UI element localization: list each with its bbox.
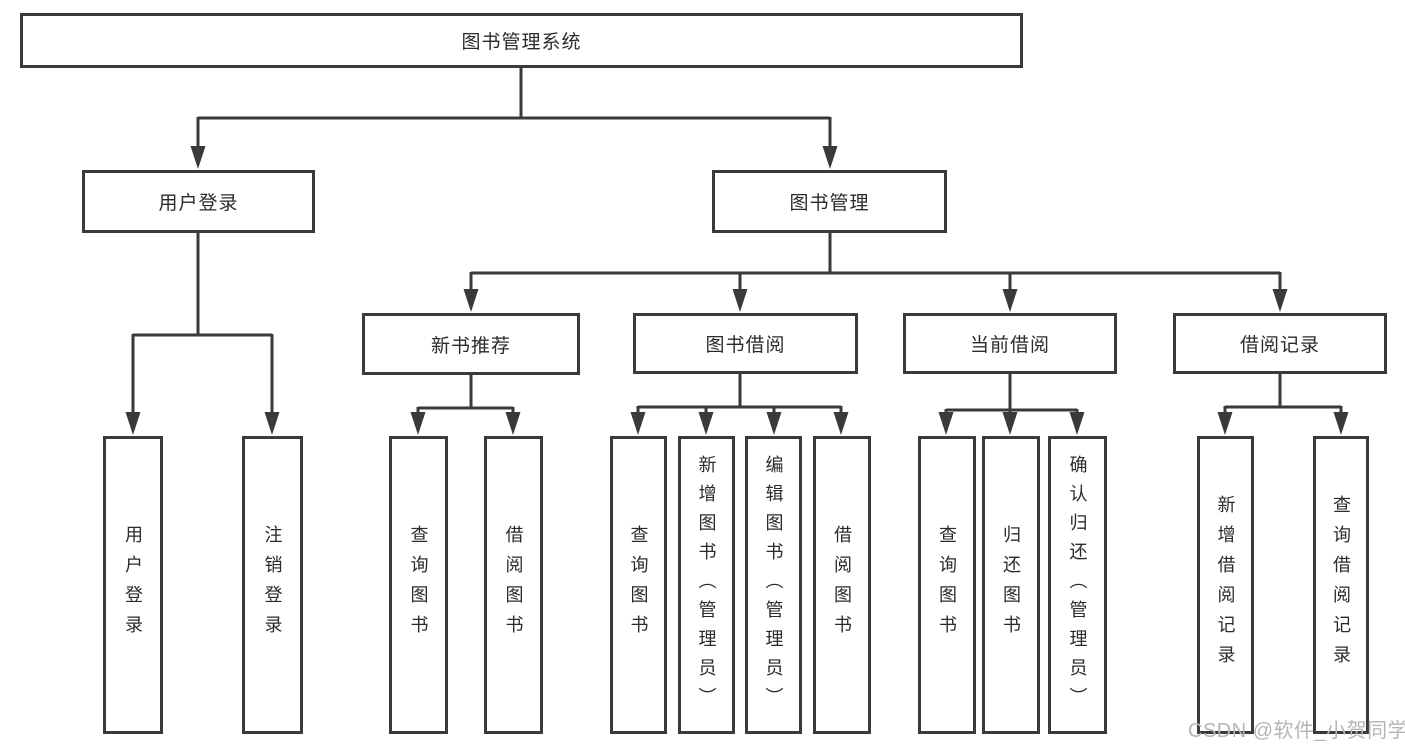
node-user-login: 用户登录 <box>82 170 315 233</box>
node-label: 图书借阅 <box>705 335 786 356</box>
leaf-borrow-books-2: 借阅图书 <box>813 436 871 734</box>
leaf-edit-books-admin: 编辑图书（管理员） <box>745 436 802 734</box>
node-label: 图书管理系统 <box>461 32 582 53</box>
leaf-label: 新增借阅记录 <box>1215 495 1236 675</box>
arrowheads <box>125 146 1349 435</box>
node-label: 图书管理 <box>789 193 870 214</box>
leaf-label: 用户登录 <box>123 525 143 645</box>
leaf-borrow-books-1: 借阅图书 <box>484 436 543 734</box>
leaf-label: 编辑图书（管理员） <box>763 454 784 716</box>
node-book-borrowing: 图书借阅 <box>633 313 858 374</box>
leaf-label: 借阅图书 <box>503 525 524 645</box>
node-book-management: 图书管理 <box>712 170 947 233</box>
leaf-label: 归还图书 <box>1001 525 1021 645</box>
leaf-label: 查询图书 <box>408 525 429 645</box>
leaf-add-books-admin: 新增图书（管理员） <box>678 436 735 734</box>
node-label: 用户登录 <box>158 193 239 214</box>
leaf-query-books-2: 查询图书 <box>610 436 667 734</box>
leaf-label: 查询图书 <box>628 525 649 645</box>
leaf-confirm-return-admin: 确认归还（管理员） <box>1048 436 1107 734</box>
leaf-label: 借阅图书 <box>832 525 852 645</box>
leaf-label: 确认归还（管理员） <box>1067 454 1088 716</box>
node-label: 当前借阅 <box>969 335 1050 356</box>
leaf-label: 查询借阅记录 <box>1331 495 1351 675</box>
leaf-query-borrow-record: 查询借阅记录 <box>1313 436 1369 734</box>
leaf-logout: 注销登录 <box>242 436 303 734</box>
node-current-borrowing: 当前借阅 <box>903 313 1117 374</box>
node-new-book-recommend: 新书推荐 <box>362 313 580 375</box>
leaf-label: 新增图书（管理员） <box>696 454 717 716</box>
node-root-system: 图书管理系统 <box>20 13 1023 68</box>
leaf-label: 查询图书 <box>937 525 957 645</box>
leaf-user-login: 用户登录 <box>103 436 163 734</box>
node-label: 借阅记录 <box>1239 335 1320 356</box>
node-borrowing-records: 借阅记录 <box>1173 313 1387 374</box>
leaf-query-books-1: 查询图书 <box>389 436 448 734</box>
node-label: 新书推荐 <box>430 335 511 357</box>
leaf-query-books-3: 查询图书 <box>918 436 976 734</box>
csdn-watermark: CSDN @软件_小贺同学 <box>1188 720 1405 742</box>
leaf-return-books: 归还图书 <box>982 436 1040 734</box>
leaf-label: 注销登录 <box>262 525 283 645</box>
leaf-add-borrow-record: 新增借阅记录 <box>1197 436 1254 734</box>
